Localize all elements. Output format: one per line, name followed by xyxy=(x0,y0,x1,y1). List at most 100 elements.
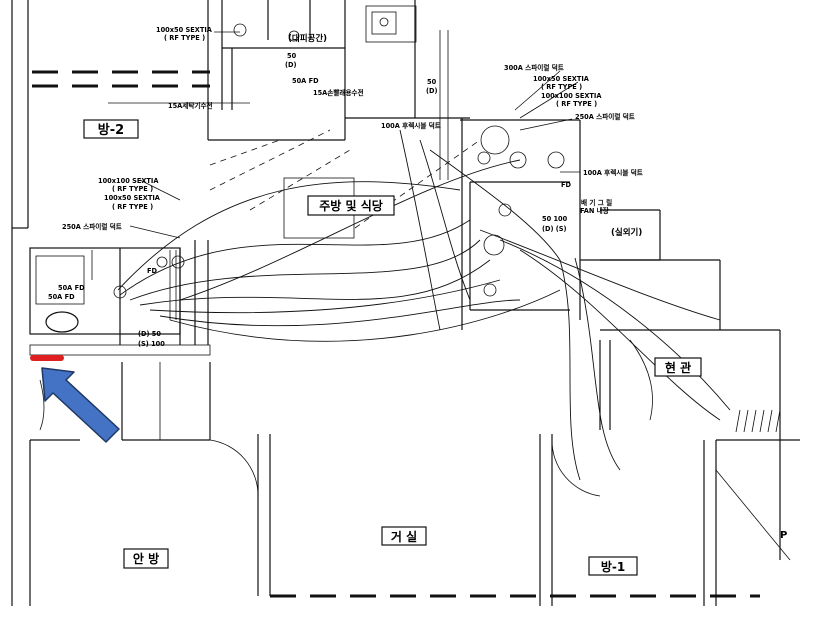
room-box-room2 xyxy=(83,119,139,139)
note-fd-50a-2: 50A FD xyxy=(48,293,75,301)
fixture-valve-2 xyxy=(288,30,300,42)
dash-diag-3 xyxy=(209,139,281,166)
pipe-run-8 xyxy=(179,159,521,301)
pipe-run-16 xyxy=(399,129,441,331)
hatch-0 xyxy=(735,409,741,433)
note-washer-15a: 15A세탁기수전 xyxy=(168,101,213,110)
fixture-valve-10 xyxy=(483,283,497,297)
fixture-valve-3 xyxy=(480,125,510,155)
plan-linework xyxy=(11,0,800,606)
note-d50-right: 50 xyxy=(427,78,437,86)
room-label-entrance: 현 관 xyxy=(665,360,691,375)
bath-threshold xyxy=(29,344,211,356)
note-sextia-top: 100x50 SEXTIA xyxy=(156,26,213,34)
sink-box xyxy=(365,5,417,43)
fixture-valve-1 xyxy=(233,23,247,37)
pipe-run-12 xyxy=(559,259,581,481)
note-d50-right-sub: (D) xyxy=(426,87,438,95)
hatch-2 xyxy=(751,409,757,433)
leader-line-5 xyxy=(519,118,573,131)
note-spiral-250a-l: 250A 스파이럴 덕트 xyxy=(62,222,122,231)
bath-tub-box xyxy=(35,255,85,305)
room-box-master xyxy=(123,548,169,569)
fixture-valve-12 xyxy=(483,234,505,256)
note-rf-r2: ( RF TYPE ) xyxy=(556,100,597,108)
note-faucet-15a: 15A손빨래용수전 xyxy=(313,88,364,97)
room-label-living: 거 실 xyxy=(391,529,417,544)
pipe-run-6 xyxy=(169,289,561,342)
note-sextia-l2: 100x50 SEXTIA xyxy=(104,194,161,202)
note-fd-r: FD xyxy=(561,181,572,189)
room-label-room1: 방-1 xyxy=(601,559,625,574)
note-flex-100a-r: 100A 후렉시블 덕트 xyxy=(583,168,643,177)
fixture-valve-8 xyxy=(156,256,168,268)
fixture-valve-11 xyxy=(498,203,512,217)
door-swing-3 xyxy=(39,379,45,431)
note-sextia-r1: 100x50 SEXTIA xyxy=(533,75,590,83)
hatch-5 xyxy=(775,409,781,433)
red-location-marker xyxy=(30,355,64,361)
room-box-living xyxy=(381,526,427,546)
pipe-run-9 xyxy=(479,229,721,321)
sink-drain xyxy=(379,17,389,27)
hatch-3 xyxy=(759,409,765,433)
pipe-run-3 xyxy=(139,259,491,306)
note-spiral-250a-r: 250A 스파이럴 덕트 xyxy=(575,112,635,121)
note-ds-right: 50 100 xyxy=(542,215,568,223)
label-outdoor-unit: (실외기) xyxy=(611,227,642,238)
fixture-valve-7 xyxy=(171,255,185,269)
pointer-arrow-icon xyxy=(41,367,120,443)
label-cut-p: P xyxy=(780,530,787,541)
note-exhaust-grill: 배 기 그 릴 xyxy=(581,198,612,207)
door-swing-1 xyxy=(209,439,259,497)
note-spiral-300a: 300A 스파이럴 덕트 xyxy=(504,63,564,72)
pipe-run-2 xyxy=(129,239,481,301)
label-evac: (대피공간) xyxy=(288,33,327,44)
toilet-shape xyxy=(45,311,79,333)
room-label-room2: 방-2 xyxy=(98,122,124,138)
note-d50-left: (D) 50 xyxy=(138,330,161,338)
fixture-valve-4 xyxy=(509,151,527,169)
hatch-4 xyxy=(767,409,773,433)
room-box-entrance xyxy=(654,357,702,377)
leader-line-3 xyxy=(514,70,561,111)
room-box-kitchen xyxy=(307,195,395,216)
pipe-run-10 xyxy=(499,239,731,411)
note-fd-50a-1: 50A FD xyxy=(58,284,85,292)
note-fd-l: FD xyxy=(147,267,158,275)
note-rf-l1: ( RF TYPE ) xyxy=(112,185,153,193)
note-rf-l2: ( RF TYPE ) xyxy=(112,203,153,211)
dash-diag-1 xyxy=(209,129,331,191)
pipe-run-5 xyxy=(159,299,521,327)
door-swing-2 xyxy=(551,439,601,497)
note-ds-right-sub: (D) (S) xyxy=(542,225,567,233)
note-d50: 50 xyxy=(287,52,297,60)
fixture-valve-5 xyxy=(547,151,565,169)
note-rf-r1: ( RF TYPE ) xyxy=(541,83,582,91)
pipe-run-13 xyxy=(574,257,621,471)
room-box-room1 xyxy=(588,556,638,576)
pipe-run-11 xyxy=(519,249,721,421)
fixture-valve-9 xyxy=(113,285,127,299)
note-flex-100a-top: 100A 후렉시블 덕트 xyxy=(381,121,441,130)
annotations: 100x50 SEXTIA ( RF TYPE ) 50 (D) 50A FD … xyxy=(48,26,643,348)
sink-basin xyxy=(371,11,397,35)
pipe-run-15 xyxy=(429,149,561,261)
note-sextia-r2: 100x100 SEXTIA xyxy=(541,92,602,100)
dash-diag-2 xyxy=(249,149,351,211)
diagonal-p xyxy=(715,469,791,561)
room-label-kitchen: 주방 및 식당 xyxy=(319,198,383,213)
note-fd50a: 50A FD xyxy=(292,77,319,85)
note-rf-top: ( RF TYPE ) xyxy=(164,34,205,42)
fixture-valve-6 xyxy=(477,151,491,165)
note-s100-left: (S) 100 xyxy=(138,340,165,348)
room-label-master: 안 방 xyxy=(133,551,159,566)
note-sextia-l1: 100x100 SEXTIA xyxy=(98,177,159,185)
pipe-run-14 xyxy=(419,139,471,301)
pipe-run-1 xyxy=(119,219,471,296)
room-labels: 방-2 주방 및 식당 현 관 거 실 안 방 방-1 (대피공간) (실외기)… xyxy=(83,33,787,576)
pipe-run-4 xyxy=(149,279,501,314)
door-swing-4 xyxy=(629,339,653,421)
leader-line-7 xyxy=(139,179,181,201)
